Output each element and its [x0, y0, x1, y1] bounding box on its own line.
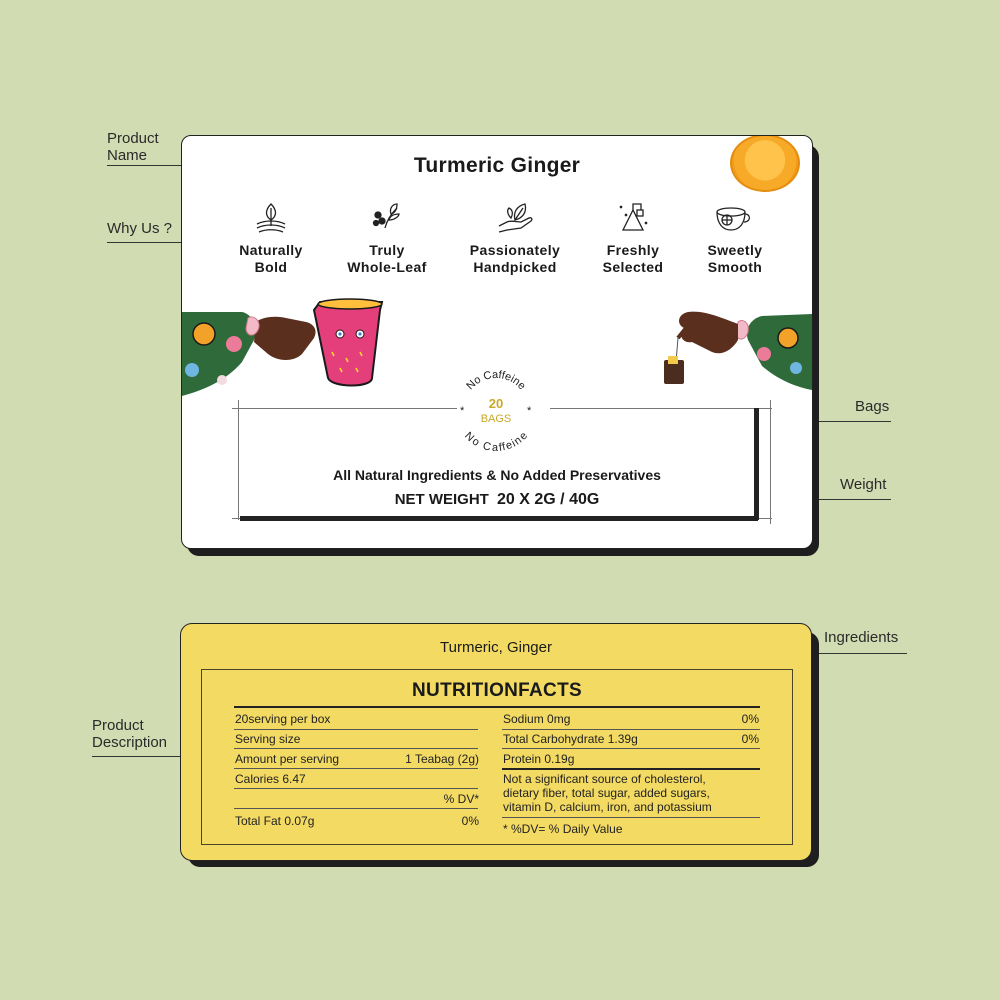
annotation-weight: Weight [840, 476, 886, 493]
hand-leaf-icon [498, 203, 533, 233]
annotation-why-us: Why Us ? [107, 220, 172, 237]
daily-value-footnote: * %DV= % Daily Value [503, 822, 623, 836]
annotation-text: Why Us ? [107, 220, 173, 237]
nutrition-label: Sodium 0mg [503, 712, 571, 726]
hand-holding-teabag-illustration [664, 311, 812, 390]
feature-label: Freshly [606, 242, 660, 258]
nutrition-note: Not a significant source of cholesterol,… [503, 772, 712, 814]
badge-top-text: No Caffeine [464, 369, 528, 392]
annotation-text: Product [107, 130, 159, 147]
frame-line [770, 400, 771, 524]
nutrition-value: % DV* [443, 792, 479, 806]
badge-bottom-text: No Caffeine [462, 430, 530, 454]
no-caffeine-badge: No Caffeine No Caffeine * * 20 BAGS [460, 369, 532, 454]
feature-label: Smooth [707, 259, 763, 275]
orange-slice-icon [730, 136, 800, 192]
feature-label: Whole-Leaf [347, 259, 427, 275]
nutrition-row: 20serving per box [235, 712, 330, 726]
nutrition-row: Serving size [235, 732, 300, 746]
nutrition-facts-panel: NUTRITIONFACTS 20serving per box Serving… [201, 669, 793, 845]
feature-label: Sweetly [707, 242, 763, 258]
divider [502, 817, 760, 818]
divider [234, 729, 478, 730]
note-line: Not a significant source of cholesterol, [503, 772, 706, 786]
annotation-product-name: Product Name [107, 130, 159, 164]
nutrition-label: Serving size [235, 732, 301, 746]
plant-icon [256, 203, 286, 233]
feature-label: Naturally [239, 242, 303, 258]
frame-accent-bar [754, 408, 759, 520]
nutrition-row: Calories 6.47 [235, 772, 306, 786]
nutrition-label: 20serving per box [235, 712, 331, 726]
frame-line [232, 408, 457, 409]
nutrition-value: 0% [461, 814, 479, 828]
product-title: Turmeric Ginger [413, 154, 581, 177]
divider [234, 788, 478, 789]
annotation-text: Weight [840, 476, 887, 493]
star-icon: * [460, 405, 465, 417]
divider [502, 748, 760, 749]
bag-unit: BAGS [481, 413, 512, 425]
nutrition-label: Total Carbohydrate 1.39g [503, 732, 638, 746]
nutrition-row: Protein 0.19g [503, 752, 574, 766]
annotation-text: Description [92, 734, 168, 751]
nutrition-row: Total Fat 0.07g 0% [235, 814, 479, 828]
divider [234, 706, 760, 708]
frame-accent-bar [240, 516, 758, 521]
natural-ingredients-text: All Natural Ingredients & No Added Prese… [333, 467, 661, 483]
feature-label: Truly [369, 242, 405, 258]
nutrition-row: Amount per serving 1 Teabag (2g) [235, 752, 479, 766]
note-line: dietary fiber, total sugar, added sugars… [503, 786, 710, 800]
leaf-berries-icon [372, 203, 400, 229]
annotation-line [92, 756, 212, 757]
feature-label: Selected [602, 259, 664, 275]
feature-label: Passionately [469, 242, 561, 258]
star-icon: * [527, 405, 532, 417]
hand-holding-mug-illustration [182, 298, 384, 396]
nutrition-label: Total Fat 0.07g [235, 814, 315, 828]
net-weight: NET WEIGHT 20 X 2G / 40G [182, 491, 812, 509]
ingredients-text: Turmeric, Ginger [440, 639, 552, 656]
feature-label: Bold [254, 259, 288, 275]
nutrition-label: Protein 0.19g [503, 752, 575, 766]
nutrition-row: Sodium 0mg 0% [503, 712, 759, 726]
frame-line [238, 400, 239, 520]
net-weight-value: 20 X 2G / 40G [497, 491, 600, 508]
back-label-card: Turmeric, Ginger NUTRITIONFACTS 20servin… [180, 623, 812, 861]
divider [234, 748, 478, 749]
divider [502, 729, 760, 730]
nutrition-label: Calories 6.47 [235, 772, 306, 786]
divider [234, 768, 478, 769]
nutrition-row: Total Carbohydrate 1.39g 0% [503, 732, 759, 746]
note-line: vitamin D, calcium, iron, and potassium [503, 800, 712, 814]
annotation-product-description: Product Description [92, 717, 167, 751]
nutrition-value: 0% [741, 732, 759, 746]
nutrition-facts-title: NUTRITIONFACTS [412, 680, 582, 701]
tea-bag-pyramid-icon [619, 203, 648, 231]
divider [502, 768, 760, 770]
annotation-text: Name [107, 147, 148, 164]
nutrition-value: 1 Teabag (2g) [405, 752, 479, 766]
feature-label: Handpicked [473, 259, 557, 275]
net-weight-label: NET WEIGHT [394, 491, 489, 508]
annotation-ingredients: Ingredients [824, 629, 898, 646]
annotation-line [107, 242, 227, 243]
annotation-text: Bags [855, 398, 890, 415]
tea-cup-icon [716, 207, 751, 231]
nutrition-label: Amount per serving [235, 752, 340, 766]
nutrition-value: 0% [741, 712, 759, 726]
annotation-text: Product [92, 717, 144, 734]
frame-line [550, 408, 772, 409]
divider [234, 808, 478, 809]
bag-count: 20 [489, 396, 503, 411]
annotation-bags: Bags [855, 398, 889, 415]
annotation-text: Ingredients [824, 629, 899, 646]
